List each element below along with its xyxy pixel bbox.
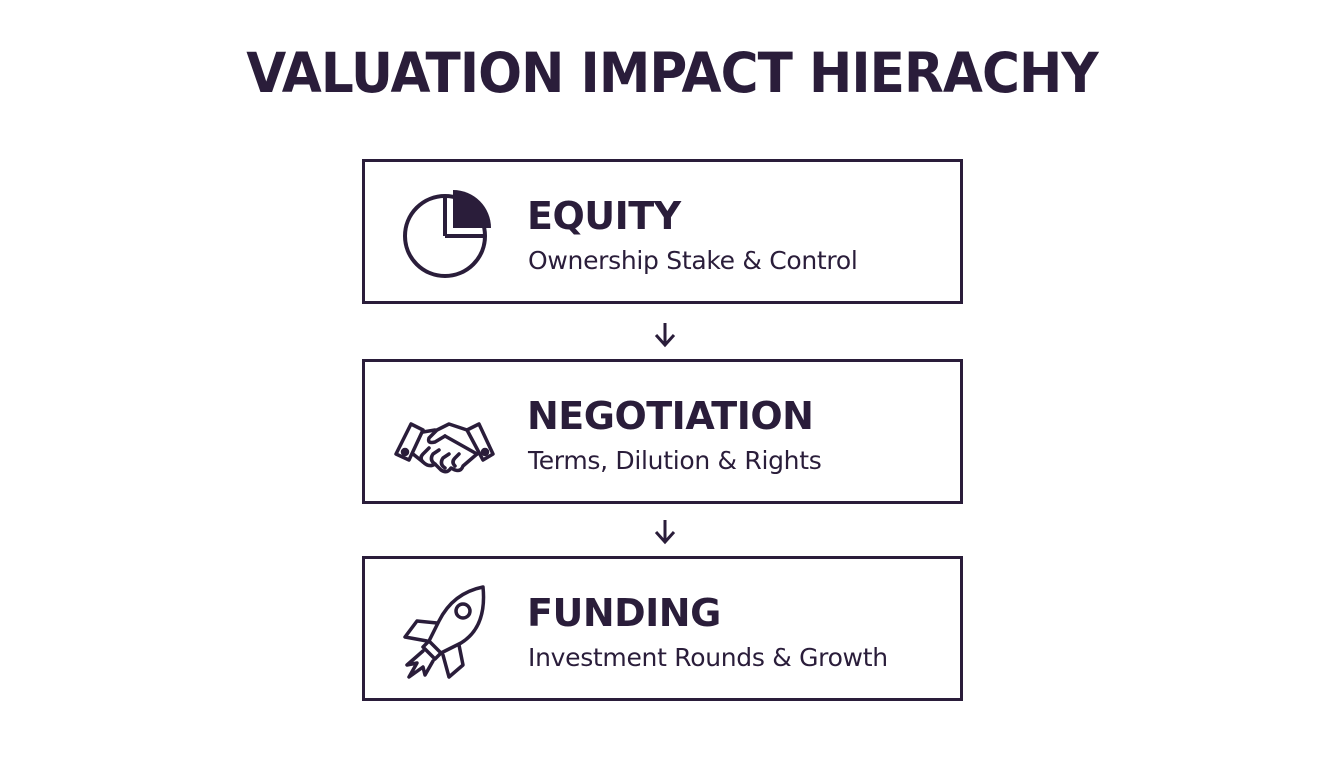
level-card-negotiation: NEGOTIATION Terms, Dilution & Rights [362,359,963,504]
level-card-funding: FUNDING Investment Rounds & Growth [362,556,963,701]
level-heading: FUNDING [527,591,721,635]
arrow-down-icon [651,320,679,350]
page-title: VALUATION IMPACT HIERACHY [246,41,1099,105]
level-subtitle: Ownership Stake & Control [528,246,858,275]
rocket-icon [393,581,497,681]
level-subtitle: Terms, Dilution & Rights [528,446,822,475]
pie-chart-icon [393,184,497,284]
level-heading: NEGOTIATION [527,394,814,438]
level-card-equity: EQUITY Ownership Stake & Control [362,159,963,304]
handshake-icon [393,384,497,484]
level-subtitle: Investment Rounds & Growth [528,643,888,672]
arrow-down-icon [651,517,679,547]
level-heading: EQUITY [527,194,681,238]
